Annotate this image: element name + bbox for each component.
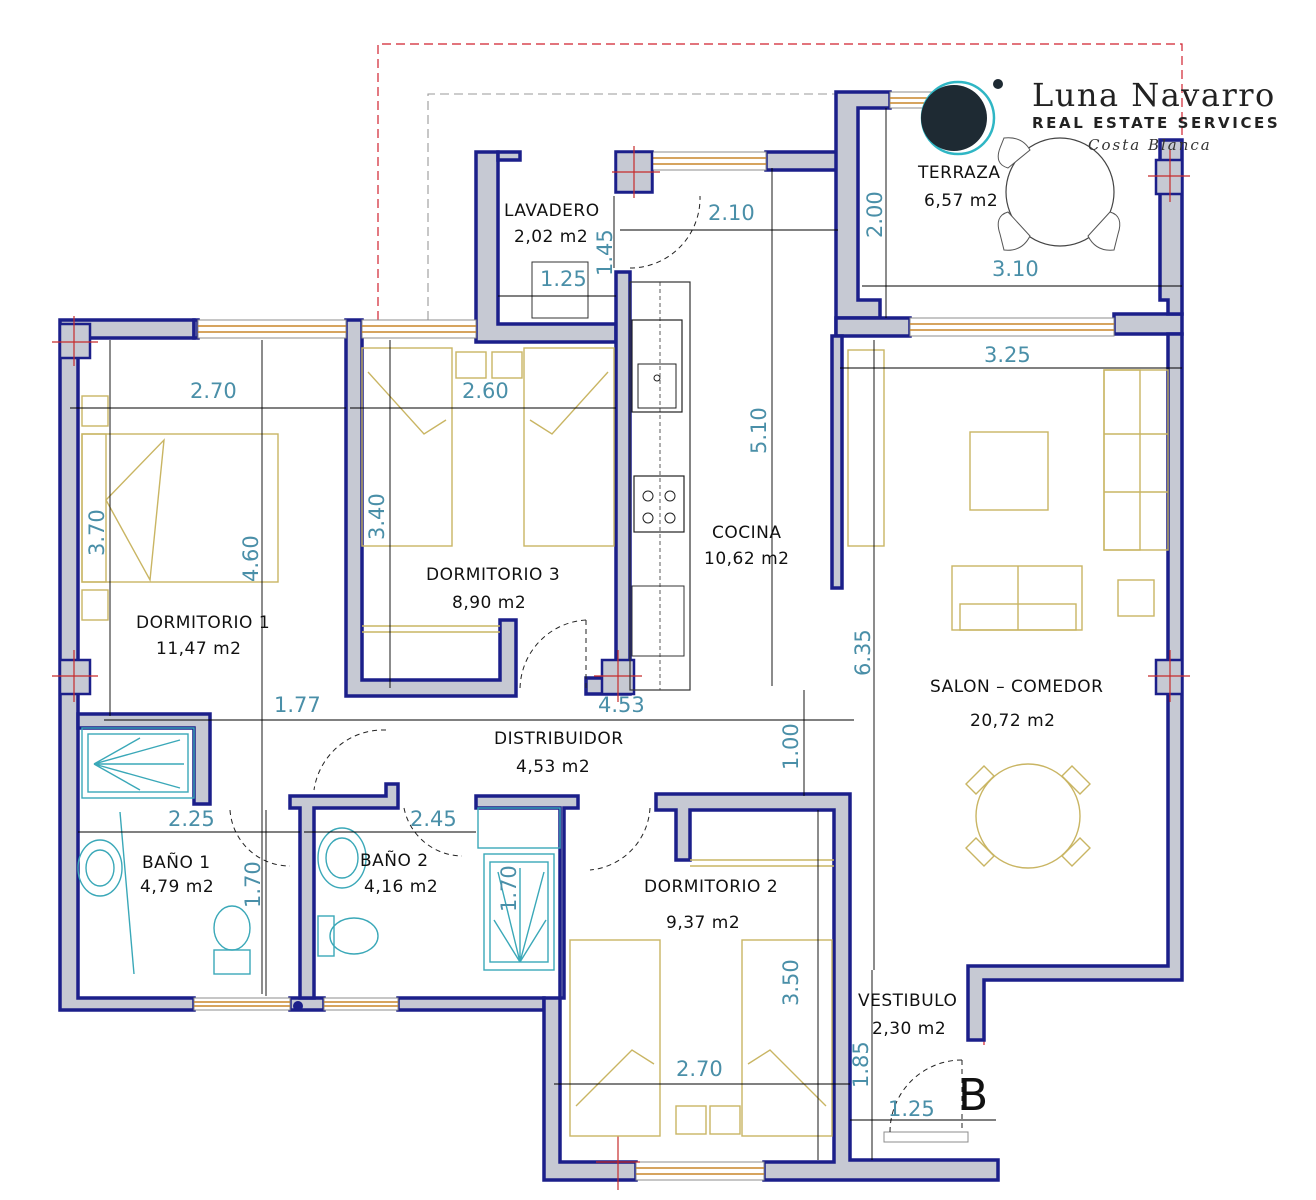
dim-bano-2-width: 2.45 [410,807,457,831]
room-name-lavadero: LAVADERO [504,201,600,221]
dim-lavadero-height: 1.45 [593,229,617,276]
brand-logo: Luna Navarro REAL ESTATE SERVICES Costa … [920,76,1280,156]
dim-distribuidor-right: 4.53 [598,693,645,717]
dim-dormitorio-1-width: 2.70 [190,379,237,403]
dim-salon-height: 6.35 [851,629,875,676]
dim-vestibulo-width: 1.25 [888,1097,935,1121]
room-labels: LAVADERO 2,02 m2 TERRAZA 6,57 m2 COCINA … [136,163,1103,1039]
dim-dormitorio-3-width: 2.60 [462,379,509,403]
room-area-distribuidor: 4,53 m2 [516,757,590,777]
room-area-vestibulo: 2,30 m2 [872,1019,946,1039]
dimension-lines [70,108,1182,1160]
room-name-bano-1: BAÑO 1 [142,851,211,873]
furniture [81,347,1169,1137]
sanitary-fixtures [77,727,561,975]
room-area-bano-2: 4,16 m2 [364,877,438,897]
dim-dormitorio-3-height: 3.40 [365,493,389,540]
dim-dormitorio-1-bed: 3.70 [85,509,109,556]
room-area-salon-comedor: 20,72 m2 [970,711,1055,731]
dim-cocina-height: 5.10 [747,407,771,454]
dim-dormitorio-2-width: 2.70 [676,1057,723,1081]
terrace-table [997,137,1121,251]
room-name-dormitorio-2: DORMITORIO 2 [644,877,778,897]
room-area-cocina: 10,62 m2 [704,549,789,569]
room-name-distribuidor: DISTRIBUIDOR [494,729,624,749]
dim-cocina-top: 2.10 [708,201,755,225]
room-name-dormitorio-1: DORMITORIO 1 [136,613,270,633]
drain-icon [293,1001,303,1011]
brand-name: Luna Navarro [1032,76,1276,114]
brand-location: Costa Blanca [1088,136,1212,154]
structural-pillars [52,146,1190,1190]
entrance-marker: B [958,1070,988,1121]
room-name-terraza: TERRAZA [917,163,1000,183]
room-name-salon-comedor: SALON – COMEDOR [930,677,1103,697]
brand-subtitle: REAL ESTATE SERVICES [1032,114,1280,132]
dim-shower-height: 1.70 [497,865,521,912]
dim-salon-width: 3.25 [984,343,1031,367]
dim-bano-1-width: 2.25 [168,807,215,831]
walls [58,90,1184,1182]
room-area-dormitorio-1: 11,47 m2 [156,639,241,659]
dim-dormitorio-2-height: 3.50 [779,959,803,1006]
logo-dot-icon [993,79,1003,89]
room-name-dormitorio-3: DORMITORIO 3 [426,565,560,585]
dim-terraza-width: 3.10 [992,257,1039,281]
room-area-dormitorio-3: 8,90 m2 [452,593,526,613]
dim-vestibulo-height: 1.85 [849,1041,873,1088]
dim-distribuidor-left: 1.77 [274,693,321,717]
dim-lavadero-width: 1.25 [540,267,587,291]
room-area-lavadero: 2,02 m2 [514,227,588,247]
room-name-vestibulo: VESTIBULO [858,991,957,1011]
room-name-bano-2: BAÑO 2 [360,849,429,871]
windows [193,91,1115,1181]
dim-bano-1-height: 1.70 [241,861,265,908]
dim-distribuidor-vertical: 1.00 [779,723,803,770]
dim-dormitorio-1-height: 4.60 [239,535,263,582]
room-area-bano-1: 4,79 m2 [140,877,214,897]
logo-moon-icon [921,85,987,151]
dimension-labels: 1.25 1.45 2.10 2.00 3.10 3.25 2.70 2.60 … [85,191,1039,1121]
room-name-cocina: COCINA [712,523,781,543]
room-area-terraza: 6,57 m2 [924,191,998,211]
kitchen-counter [531,261,691,691]
dim-terraza-height: 2.00 [863,191,887,238]
door-swings [229,195,963,1133]
room-area-dormitorio-2: 9,37 m2 [666,913,740,933]
